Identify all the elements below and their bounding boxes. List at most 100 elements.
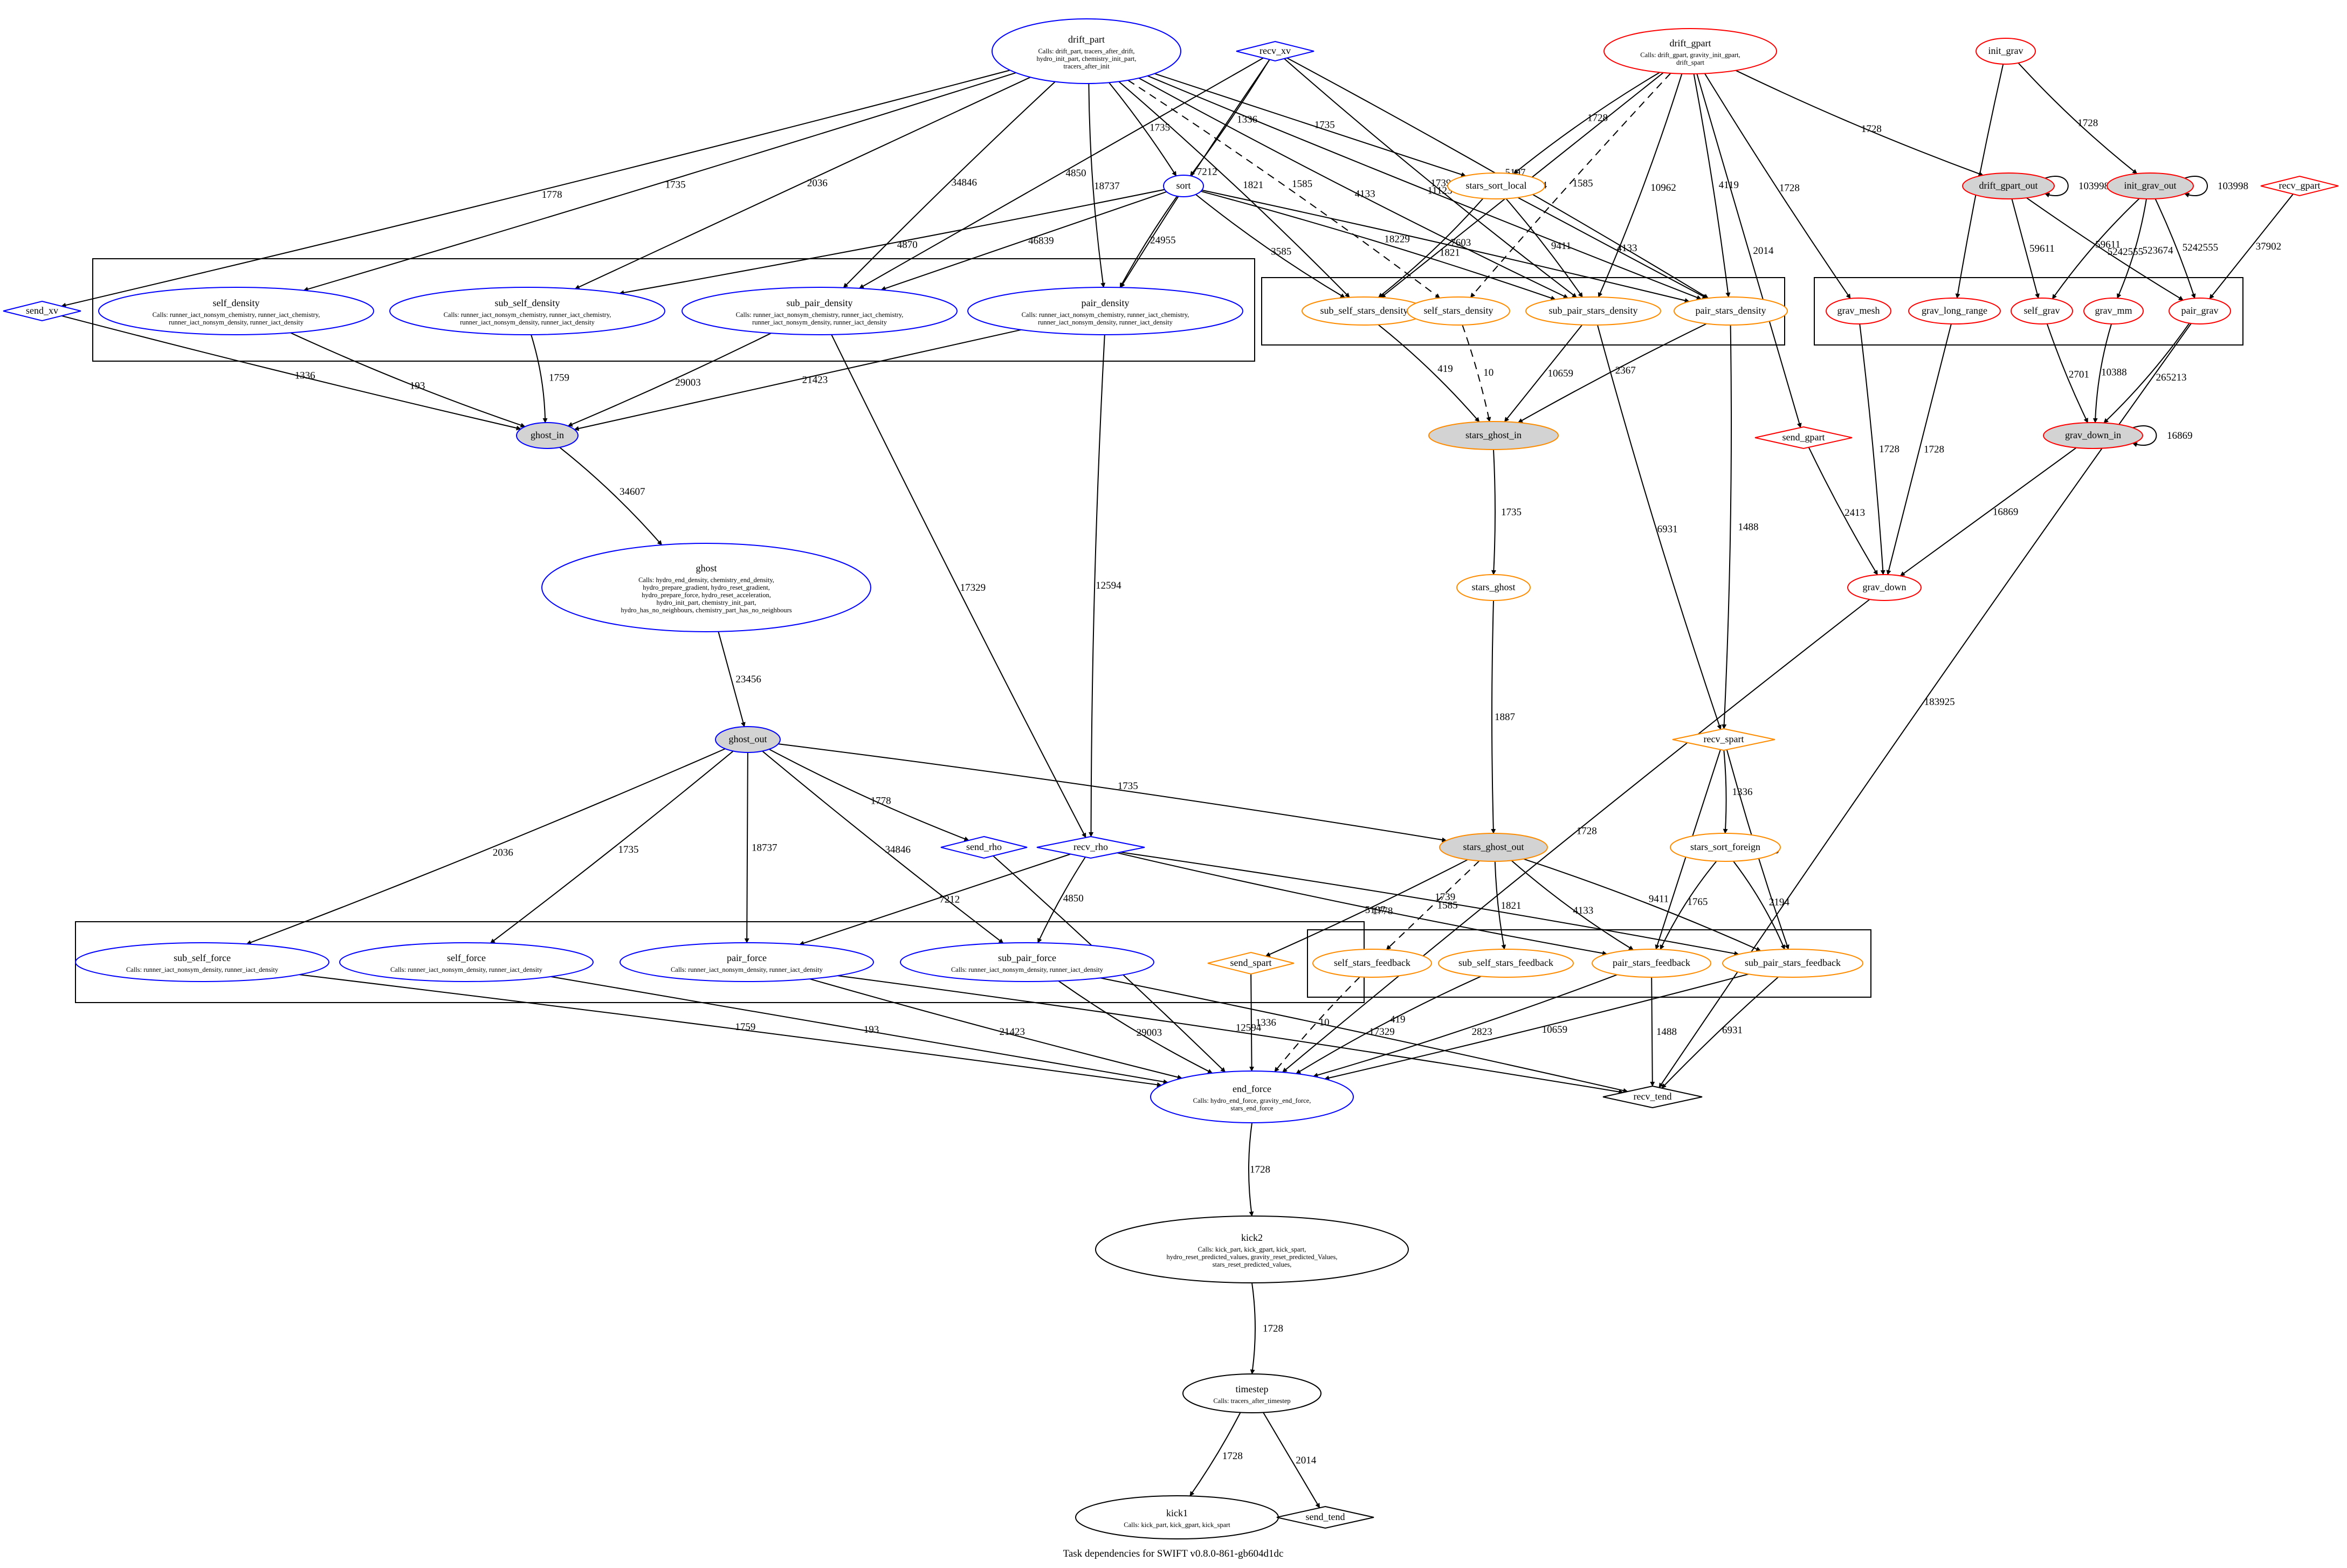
edge-sort-to-sub-pair-density: 46839 xyxy=(880,191,1167,291)
edge-ghost-out-to-stars-ghost-out: 1735 xyxy=(778,743,1447,842)
edge-drift-gpart-to-pair-stars-density: 4119 xyxy=(1693,73,1739,298)
edge-label: 265213 xyxy=(2156,372,2186,383)
edge-line xyxy=(1733,861,1785,950)
edge-label: 2194 xyxy=(1769,896,1790,908)
node-calls-line: drift_spart xyxy=(1676,59,1705,66)
node-calls-line: runner_iact_nonsym_density, runner_iact_… xyxy=(460,319,595,326)
edge-sub-self-force-to-end-force: 1759 xyxy=(299,974,1162,1087)
node-label: stars_sort_local xyxy=(1466,180,1527,191)
edge-drift-gpart-to-send-gpart: 2014 xyxy=(1696,73,1802,429)
edge-pair-force-to-recv-tend: 12594 xyxy=(837,975,1624,1094)
edge-pair-density-to-ghost-in: 21423 xyxy=(574,329,1022,431)
edge-recv-xv-to-pair-density: 7212 xyxy=(1120,59,1270,288)
edge-label: 10 xyxy=(1319,1017,1330,1028)
node-shape xyxy=(1407,296,1510,326)
node-shape xyxy=(1976,38,2036,65)
edge-line xyxy=(1660,861,1717,950)
edge-line xyxy=(1693,73,1731,298)
node-label: init_grav xyxy=(1988,45,2023,56)
edge-line xyxy=(2155,198,2196,299)
node-shape xyxy=(1670,833,1781,862)
edge-line xyxy=(2093,323,2112,423)
edge-label: 46839 xyxy=(1028,236,1054,247)
node-label: stars_ghost_in xyxy=(1465,430,1522,440)
edge-line xyxy=(1120,852,1739,956)
node-label: send_gpart xyxy=(1782,432,1825,443)
node-calls-line: Calls: runner_iact_nonsym_density, runne… xyxy=(390,966,543,973)
edge-label: 2014 xyxy=(1753,245,1774,257)
edge-ghost-out-to-pair-force: 18737 xyxy=(744,752,777,943)
edge-line xyxy=(2052,198,2140,300)
edge-label: 1728 xyxy=(1263,1323,1283,1335)
edge-line xyxy=(1386,860,1480,950)
edge-init-grav-to-init-grav-out: 1728 xyxy=(2018,63,2138,174)
edge-label: 1728 xyxy=(1587,113,1608,124)
node-label: sub_pair_force xyxy=(998,952,1056,963)
edge-line xyxy=(1598,73,1683,298)
edge-line xyxy=(567,333,772,427)
edge-stars-ghost-to-stars-ghost-out: 1887 xyxy=(1491,600,1515,834)
node-label: stars_ghost_out xyxy=(1463,841,1524,852)
edge-line xyxy=(1109,82,1177,177)
edge-line xyxy=(744,752,749,943)
node-send-tend: send_tend xyxy=(1276,1505,1374,1529)
edge-line xyxy=(303,72,1016,292)
edge-drift-part-to-sub-pair-stars-density: 4133 xyxy=(1138,77,1568,299)
edge-line xyxy=(2184,176,2208,198)
node-label: recv_gpart xyxy=(2279,180,2321,191)
node-shape xyxy=(715,726,781,753)
edge-label: 2367 xyxy=(1615,365,1636,376)
edge-label: 5197 xyxy=(1365,904,1386,916)
node-shape xyxy=(1095,1215,1409,1283)
edge-stars-sort-foreign-to-sub-pair-stars-feedback: 2194 xyxy=(1733,861,1790,950)
node-pair-grav: pair_grav xyxy=(2169,298,2231,324)
edge-send-spart-to-end-force: 1336 xyxy=(1249,973,1276,1072)
edge-label: 1778 xyxy=(871,795,891,806)
node-shape xyxy=(2011,298,2073,324)
edge-label: 419 xyxy=(1390,1014,1406,1025)
node-calls-line: hydro_init_part, chemistry_init_part, xyxy=(656,599,756,606)
edge-label: 10962 xyxy=(1650,182,1676,194)
edge-init-grav-out-to-init-grav-out: 103998 xyxy=(2184,176,2248,198)
node-self-stars-feedback: self_stars_feedback xyxy=(1312,949,1432,978)
edge-label: 1728 xyxy=(1879,444,1899,455)
edge-label: 17329 xyxy=(1369,1026,1395,1038)
edge-label: 1759 xyxy=(735,1021,755,1033)
node-ghost-in: ghost_in xyxy=(516,422,579,449)
node-calls-line: stars_end_force xyxy=(1230,1104,1274,1112)
edge-label: 193 xyxy=(864,1024,879,1035)
edge-label: 1739 xyxy=(1435,892,1455,903)
edge-label: 2823 xyxy=(1472,1026,1492,1038)
node-label: sub_pair_stars_density xyxy=(1549,305,1638,316)
edge-ghost-in-to-ghost: 34607 xyxy=(559,447,663,545)
node-label: sub_pair_stars_feedback xyxy=(1745,957,1841,968)
edge-init-grav-out-to-self-grav: 59611 xyxy=(2052,198,2140,300)
node-label: self_stars_feedback xyxy=(1334,957,1410,968)
edge-label: 4850 xyxy=(1063,893,1084,904)
edge-label: 1821 xyxy=(1440,247,1460,259)
edge-label: 18737 xyxy=(752,842,777,854)
edge-drift-part-to-sub-self-density: 2036 xyxy=(574,77,1031,289)
edge-line xyxy=(799,853,1071,945)
node-calls-line: hydro_has_no_neighbours, chemistry_part_… xyxy=(621,606,791,614)
edge-recv-xv-to-sub-pair-density: 4850 xyxy=(859,57,1264,289)
edge-line xyxy=(1195,194,1346,299)
node-calls-line: Calls: hydro_end_density, chemistry_end_… xyxy=(638,576,774,584)
edge-label: 7212 xyxy=(1197,167,1217,178)
edge-label: 9411 xyxy=(1649,894,1669,905)
edge-line xyxy=(61,70,1010,308)
node-label: timestep xyxy=(1236,1384,1269,1394)
edge-line xyxy=(1154,73,1467,177)
node-label: send_rho xyxy=(966,841,1002,852)
edge-line xyxy=(1088,83,1106,288)
edge-send-xv-to-ghost-in: 1336 xyxy=(61,315,521,431)
edge-label: 2036 xyxy=(493,847,513,858)
edge-label: 1728 xyxy=(2077,118,2098,129)
edge-pair-force-to-end-force: 21423 xyxy=(809,978,1182,1080)
edge-label: 4133 xyxy=(1573,905,1593,916)
node-label: grav_mm xyxy=(2095,305,2132,316)
edge-label: 1336 xyxy=(1732,786,1752,798)
edge-label: 1336 xyxy=(1256,1017,1276,1028)
edge-label: 1585 xyxy=(1573,178,1593,189)
